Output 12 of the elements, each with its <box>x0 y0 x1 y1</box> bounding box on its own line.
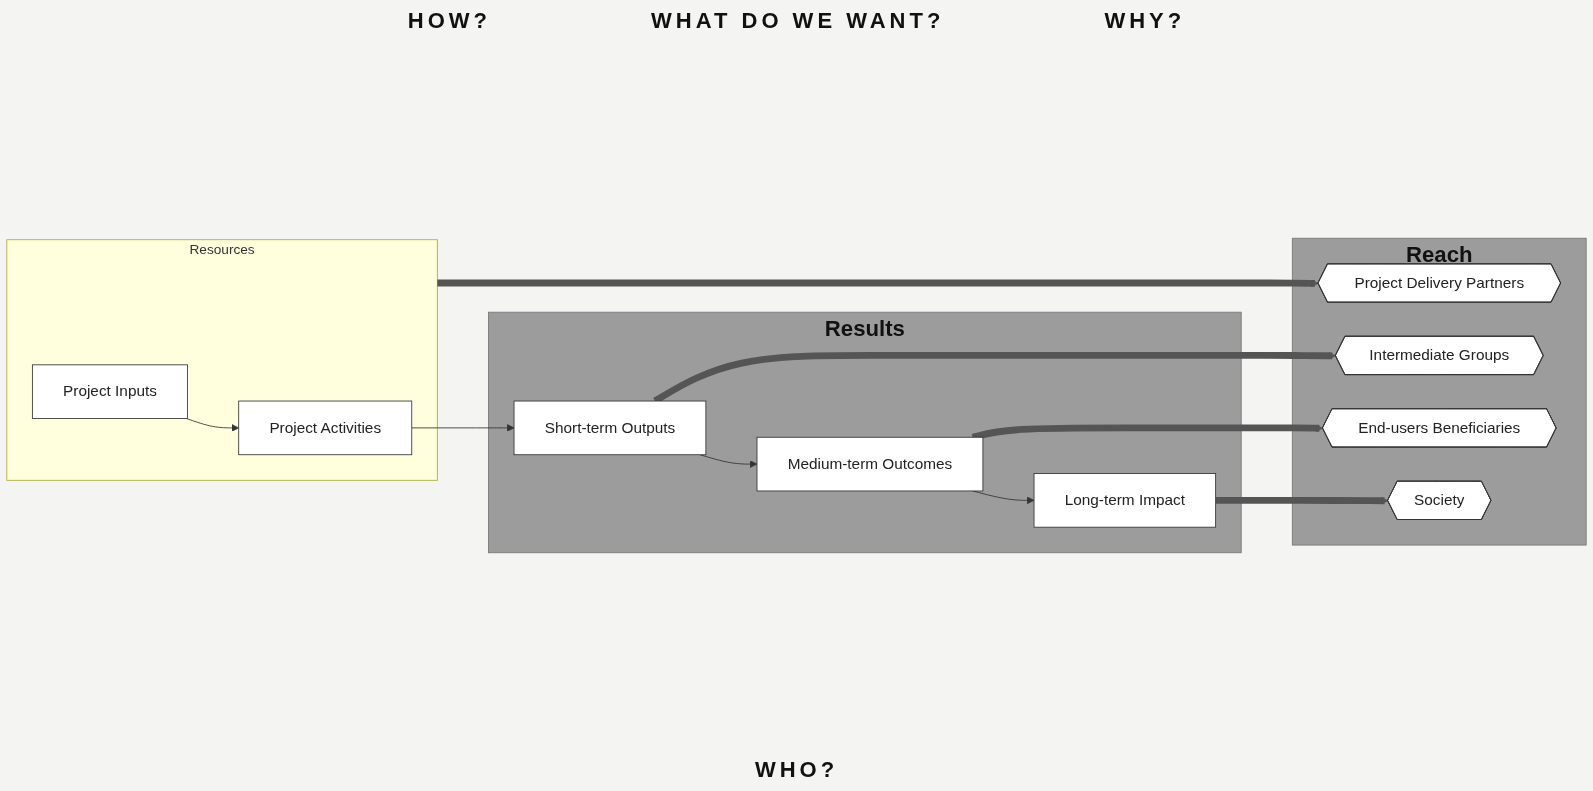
question-heading: WHAT DO WE WANT? <box>651 8 945 34</box>
arrow <box>437 279 1319 288</box>
node-box: Project Activities <box>238 400 413 456</box>
question-heading: HOW? <box>407 8 492 34</box>
arrow <box>971 424 1324 441</box>
node-box: Short-term Outputs <box>513 400 707 456</box>
node-box: Long-term Impact <box>1033 473 1217 528</box>
node-box: Medium-term Outcomes <box>756 436 984 492</box>
arrow <box>1215 496 1389 505</box>
question-heading: WHO? <box>754 757 839 783</box>
node-box: Project Inputs <box>31 364 188 419</box>
question-heading: WHY? <box>1104 8 1186 34</box>
